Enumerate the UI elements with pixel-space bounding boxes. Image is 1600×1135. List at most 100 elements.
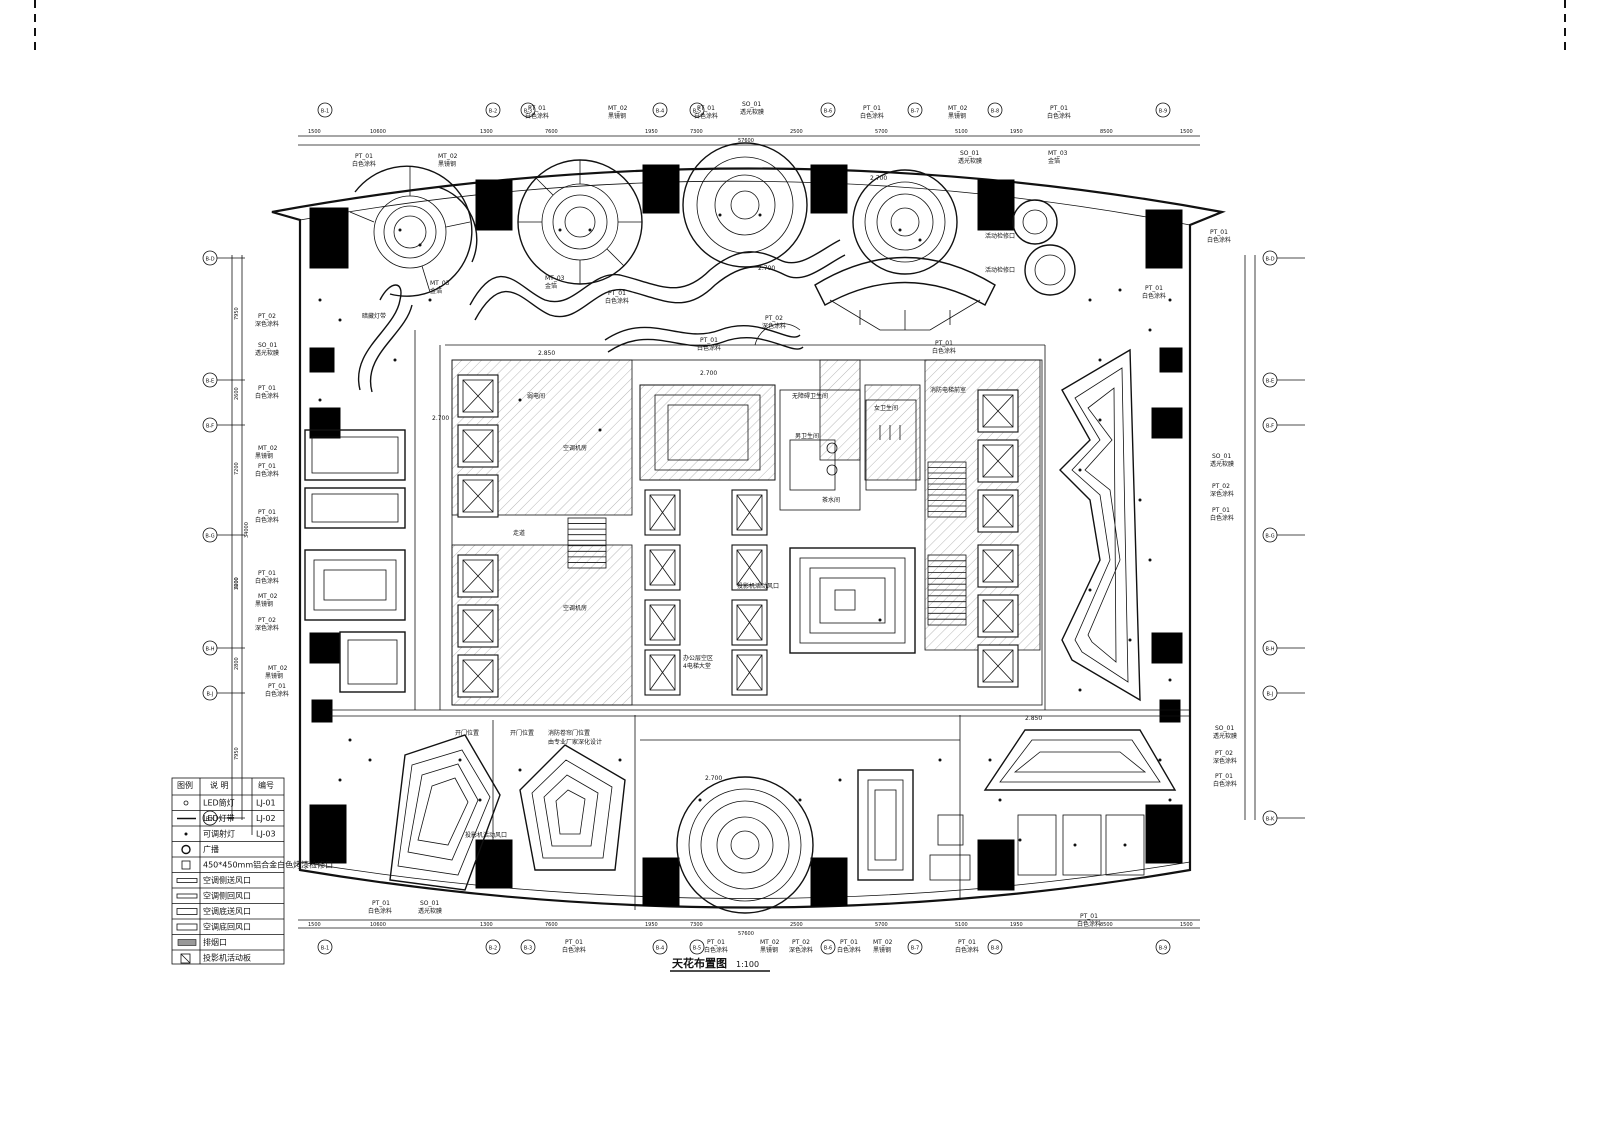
legend-description: 空调侧送风口 <box>203 875 251 885</box>
callout-pt01-l: PT_01 <box>268 683 286 690</box>
callout-so01-a-desc: 透光软膜 <box>740 108 764 116</box>
callout-mt03-b: MT_03 <box>430 280 450 287</box>
lower-right-ceiling <box>983 729 1177 876</box>
dimension-value: 7950 <box>234 747 240 760</box>
callout-pt01-v-desc: 白色涂料 <box>697 344 721 352</box>
callout-pt02-b-desc: 深色涂料 <box>255 624 279 632</box>
downlight-dot <box>338 778 342 782</box>
callout-pt01-i-desc: 白色涂料 <box>255 470 279 478</box>
callout-so01-f-desc: 透光软膜 <box>418 907 442 915</box>
callout-mt02-g: MT_02 <box>760 939 780 946</box>
callout-pt01-f: PT_01 <box>1210 229 1228 236</box>
downlight-dot <box>988 758 992 762</box>
dimension-value: 8500 <box>1100 922 1113 928</box>
downlight-dot <box>1138 498 1142 502</box>
callout-hidden-light: 暗藏灯带 <box>362 312 386 320</box>
grid-bubble <box>485 102 501 118</box>
legend-header-code: 编号 <box>258 780 274 790</box>
downlight-dot <box>898 228 902 232</box>
drawing-title-block: 天花布置图 1:100 <box>670 956 770 972</box>
legend-description: 空调侧回风口 <box>203 891 251 901</box>
callout-pt01-p-desc: 白色涂料 <box>562 946 586 954</box>
dimension-value: 5100 <box>955 922 968 928</box>
fire-door-note: 消防卷帘门位置 <box>548 729 590 737</box>
legend-description: LED筒灯 <box>203 798 235 808</box>
callout-mt02-a: MT_02 <box>438 153 458 160</box>
dimension-value: 7600 <box>545 922 558 928</box>
callout-so01-d-desc: 透光软膜 <box>1210 460 1234 468</box>
bottom-center-panels <box>857 769 971 881</box>
right-dimension <box>1244 255 1256 820</box>
callout-pt02-f-desc: 深色涂料 <box>762 322 786 330</box>
downlight-dot <box>918 238 922 242</box>
downlight-dot <box>588 228 592 232</box>
grid-bubble-label: B-G <box>1265 534 1274 540</box>
downlight-dot <box>878 618 882 622</box>
callout-mt02-e: MT_02 <box>258 593 278 600</box>
downlight-symbol-icon <box>183 800 189 806</box>
downlight-dot <box>758 213 762 217</box>
dimension-value: 2800 <box>234 657 240 670</box>
downlight-dot <box>1098 358 1102 362</box>
legend-code: LJ-01 <box>256 799 276 808</box>
downlight-dot <box>418 243 422 247</box>
grid-bubble <box>520 939 536 955</box>
downlight-dot <box>1118 288 1122 292</box>
callout-pt01-q-desc: 白色涂料 <box>704 946 728 954</box>
callout-mt02-c-desc: 黑镜钢 <box>948 112 966 120</box>
downlight-dot <box>1148 558 1152 562</box>
downlight-dot <box>478 798 482 802</box>
downlight-dot <box>1078 688 1082 692</box>
downlight-dot <box>393 358 397 362</box>
grid-bubble <box>485 939 501 955</box>
callout-pt01-w: PT_01 <box>935 340 953 347</box>
drawing-scale: 1:100 <box>736 960 759 969</box>
elevator-shafts <box>457 374 1019 698</box>
callout-pt01-t: PT_01 <box>1080 913 1098 920</box>
grid-bubble-label: B-2 <box>489 946 497 952</box>
callout-pt02-d: PT_02 <box>1215 750 1233 757</box>
grid-bubble-label: B-4 <box>656 109 664 115</box>
dimension-value: 1300 <box>480 129 493 135</box>
callout-pt01-o: PT_01 <box>372 900 390 907</box>
legend-header-symbol: 图例 <box>177 780 193 790</box>
downlight-dot <box>558 228 562 232</box>
callout-pt01-m: PT_01 <box>1212 507 1230 514</box>
dimension-value: 5100 <box>955 129 968 135</box>
dimension-value: 1950 <box>1010 129 1023 135</box>
callout-mt03-b-desc: 金箔 <box>430 287 442 295</box>
callout-pt02-a-desc: 深色涂料 <box>255 320 279 328</box>
dimension-value: 1500 <box>308 129 321 135</box>
grid-bubble-label: B-K <box>206 817 215 823</box>
callout-mt02-h-desc: 黑镜钢 <box>873 946 891 954</box>
callout-pt01-h: PT_01 <box>258 385 276 392</box>
corridor-lines <box>330 330 1190 910</box>
callout-pt02-e: PT_02 <box>792 939 810 946</box>
grid-bubble-label: B-6 <box>824 946 832 952</box>
downlight-dot <box>368 758 372 762</box>
callout-mt03-c: MT_03 <box>545 275 565 282</box>
callout-pt01-u-desc: 白色涂料 <box>605 297 629 305</box>
downlight-dot <box>718 213 722 217</box>
callout-pt01-p: PT_01 <box>565 939 583 946</box>
callout-so01-e-desc: 透光软膜 <box>1213 732 1237 740</box>
grid-bubble-label: B-E <box>206 379 214 385</box>
room-projector-port: 投影机活动风口 <box>737 582 779 590</box>
dimension-total: 57600 <box>738 138 754 144</box>
callout-pt01-h-desc: 白色涂料 <box>255 392 279 400</box>
grid-bubble-label: B-F <box>206 424 214 430</box>
dimension-value: 5700 <box>875 922 888 928</box>
callout-so01-a: SO_01 <box>742 101 761 108</box>
downlight-dot <box>1148 328 1152 332</box>
downlight-dot <box>1128 638 1132 642</box>
air-vent-symbol-icon <box>176 878 198 883</box>
floor-vent-symbol-icon <box>176 908 198 915</box>
callout-pt01-o-desc: 白色涂料 <box>368 907 392 915</box>
dimension-total: 34000 <box>244 522 250 538</box>
grid-bubble <box>907 102 923 118</box>
callout-pt01-c-desc: 白色涂料 <box>694 112 718 120</box>
grid-bubble-label: B-2 <box>489 109 497 115</box>
